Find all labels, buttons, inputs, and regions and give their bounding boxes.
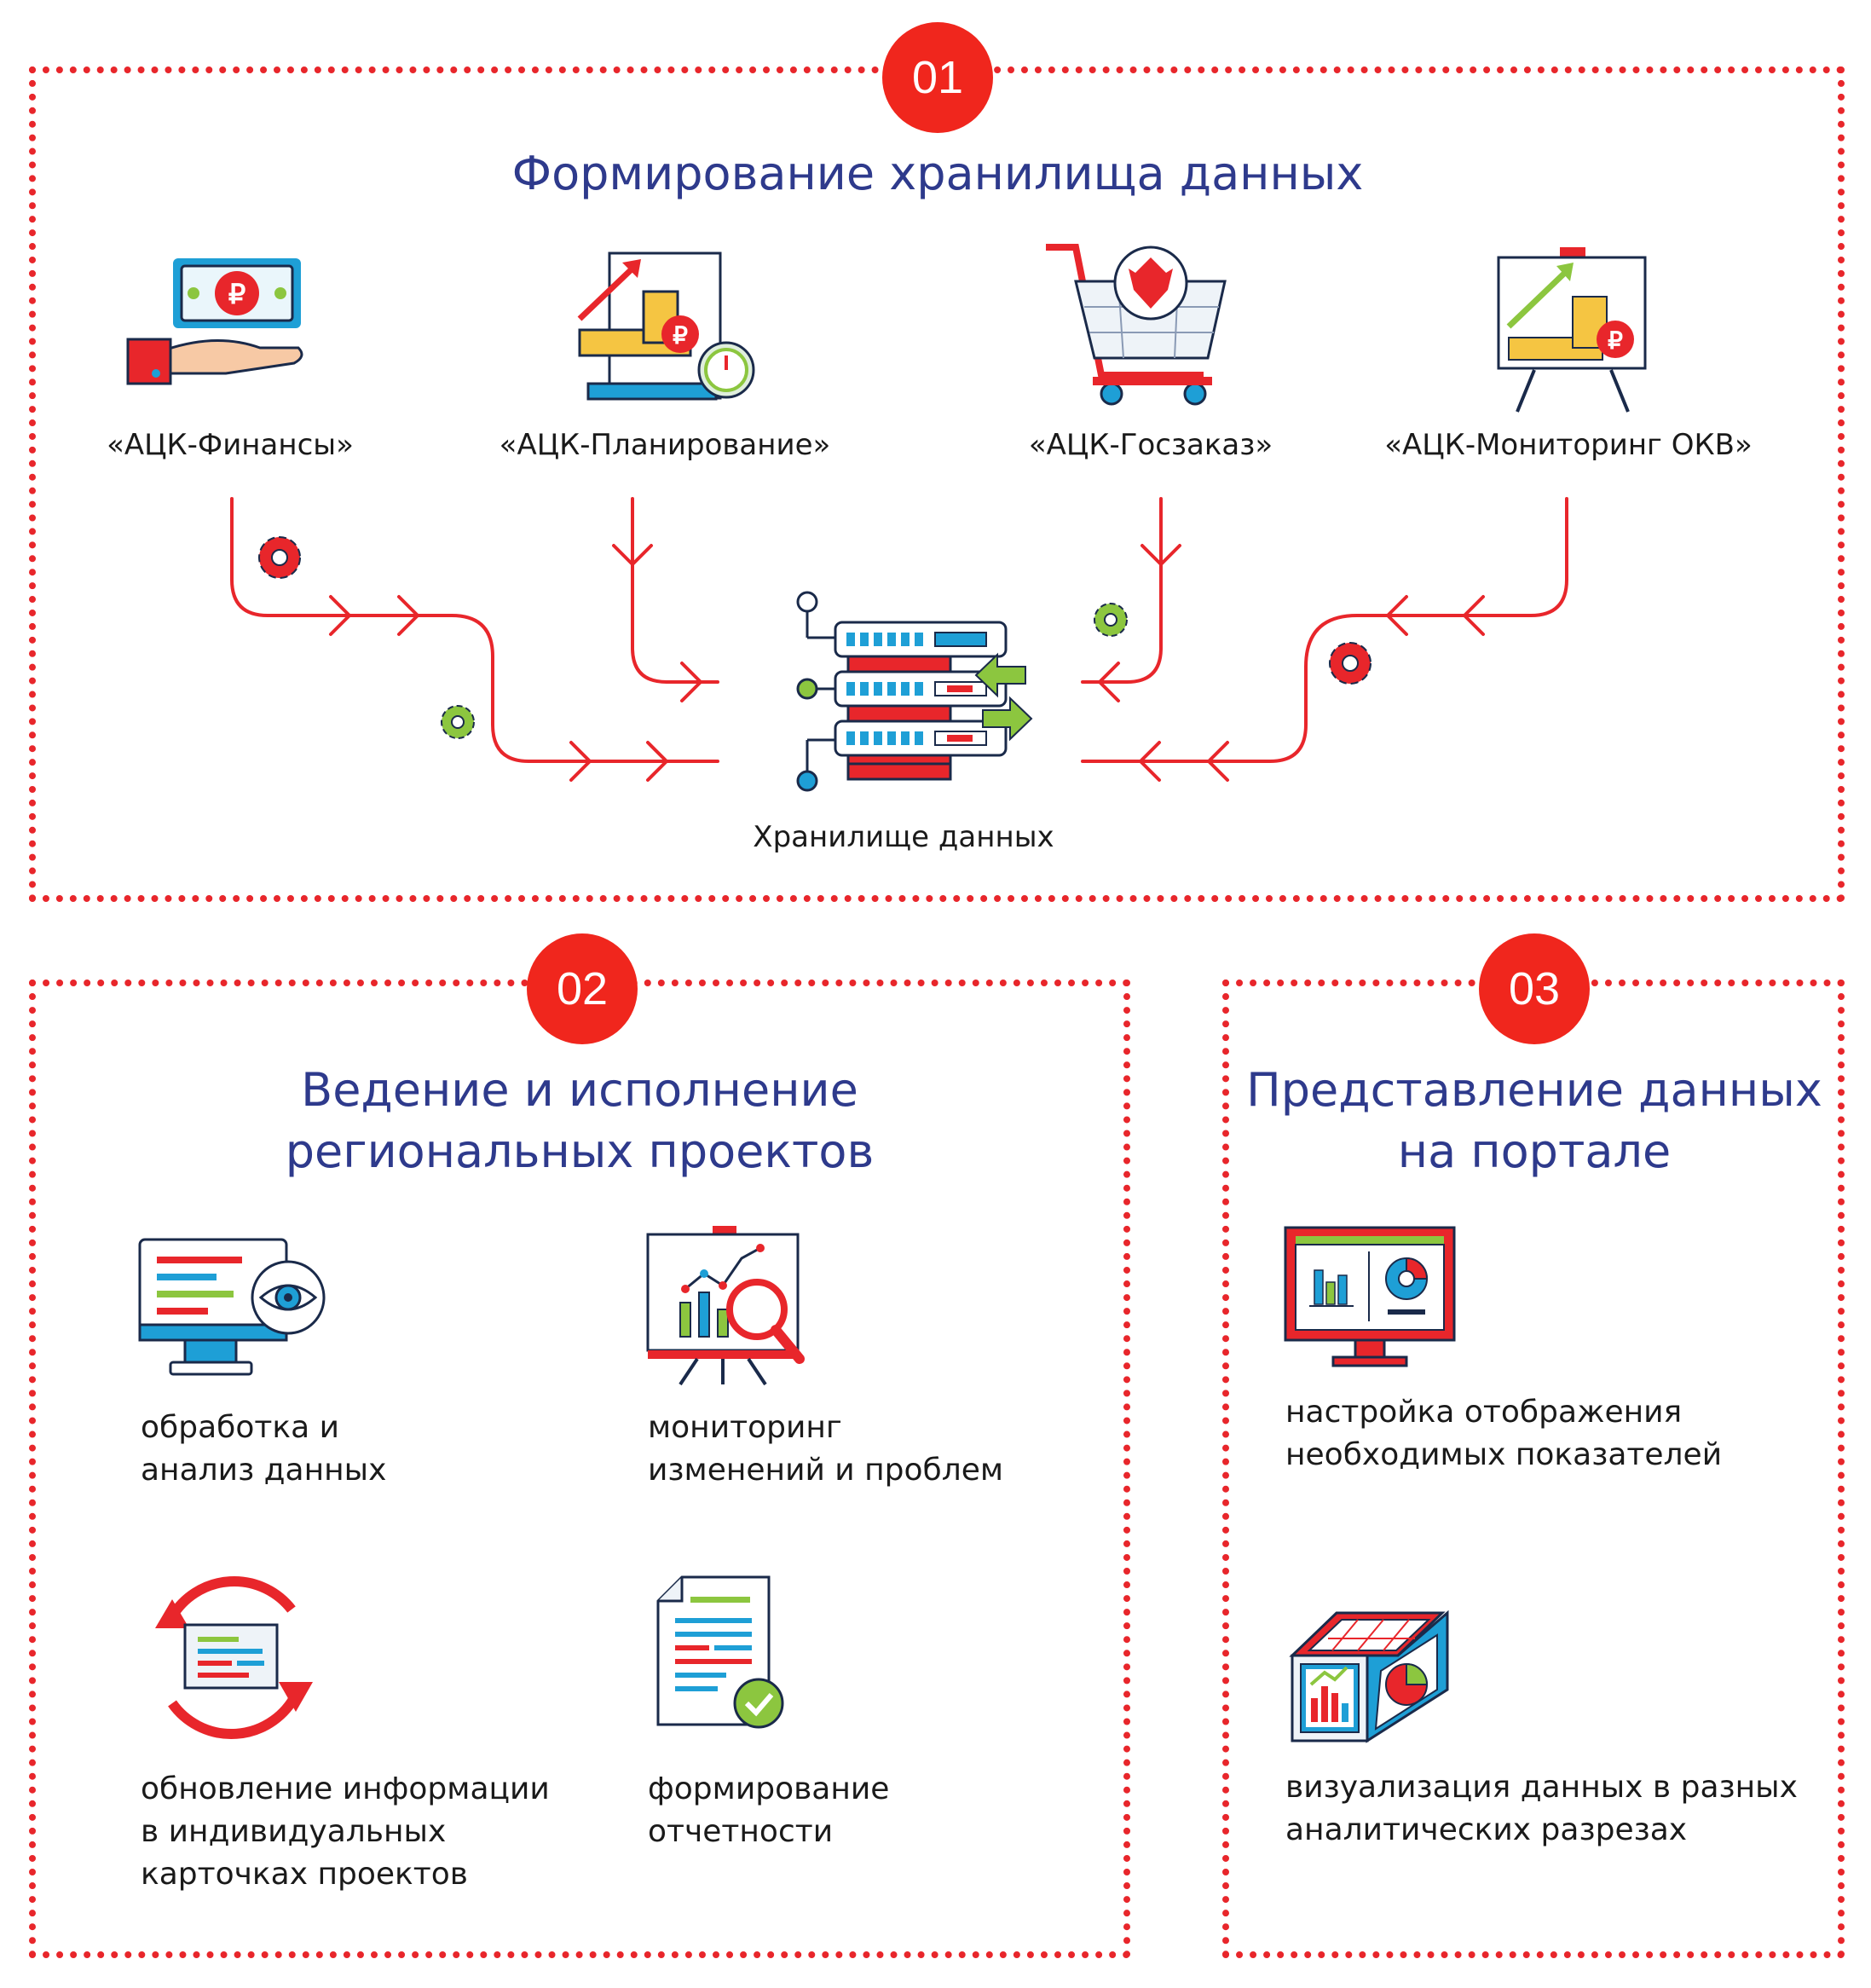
shopping-cart-icon: [1042, 239, 1238, 418]
monitor-eye-icon: [138, 1234, 327, 1384]
s2-item2-line2: изменений и проблем: [648, 1453, 1004, 1488]
s2-item2-line1: мониторинг: [648, 1410, 842, 1445]
chart-magnifier-icon: [646, 1224, 817, 1386]
data-cube-icon: [1285, 1579, 1456, 1749]
storage-label: Хранилище данных: [753, 820, 1054, 854]
section-3-title-line1: Представление данных: [1246, 1063, 1822, 1117]
svg-text:₽: ₽: [228, 279, 245, 309]
section-2-title-line2: региональных проектов: [285, 1124, 875, 1178]
s3-item1-line1: настройка отображения: [1285, 1395, 1683, 1430]
data-storage-server-icon: [788, 587, 1036, 808]
gear-icon: [436, 701, 479, 743]
source-label-goszakaz: «АЦК-Госзаказ»: [1028, 428, 1273, 462]
s3-item1-line2: необходимых показателей: [1285, 1437, 1723, 1472]
gear-icon: [1323, 636, 1377, 691]
dashboard-monitor-icon: [1284, 1226, 1458, 1371]
section-3-number-badge: 03: [1479, 933, 1590, 1044]
s2-item3-line1: обновление информации: [141, 1771, 550, 1806]
monitoring-board-icon: ₽: [1492, 246, 1654, 416]
s2-item3-line3: карточках проектов: [141, 1857, 468, 1892]
flow-line-monitoring: [1081, 497, 1568, 763]
gear-icon: [252, 530, 307, 585]
section-1-number-badge: 01: [882, 22, 993, 133]
section-1-title: Формирование хранилища данных: [511, 147, 1364, 200]
flow-line-planning: [631, 497, 719, 684]
flow-lines: [230, 497, 1568, 782]
planning-chart-icon: ₽: [571, 249, 759, 411]
s2-item4-line1: формирование: [648, 1771, 890, 1806]
section-2-title-line1: Ведение и исполнение: [301, 1063, 858, 1117]
flow-line-finance: [230, 497, 719, 763]
svg-text:₽: ₽: [673, 322, 688, 349]
flow-line-goszakaz: [1081, 497, 1163, 684]
section-3-title-line2: на портале: [1397, 1124, 1672, 1178]
s3-item2-line2: аналитических разрезах: [1285, 1812, 1688, 1847]
s2-item1-line1: обработка и: [141, 1410, 339, 1445]
section-2-number-badge: 02: [527, 933, 638, 1044]
refresh-card-icon: [138, 1575, 326, 1739]
gear-icon: [1089, 598, 1132, 641]
svg-text:₽: ₽: [1608, 327, 1623, 354]
s2-item3-line2: в индивидуальных: [141, 1814, 447, 1849]
s2-item4-line2: отчетности: [648, 1814, 834, 1849]
source-label-planning: «АЦК-Планирование»: [499, 428, 831, 462]
source-label-finance: «АЦК-Финансы»: [107, 428, 354, 462]
source-label-monitoring: «АЦК-Мониторинг ОКВ»: [1384, 428, 1753, 462]
s2-item1-line2: анализ данных: [141, 1453, 387, 1488]
s3-item2-line1: визуализация данных в разных: [1285, 1770, 1798, 1805]
report-check-icon: [656, 1575, 793, 1737]
money-hand-icon: ₽: [124, 254, 311, 399]
